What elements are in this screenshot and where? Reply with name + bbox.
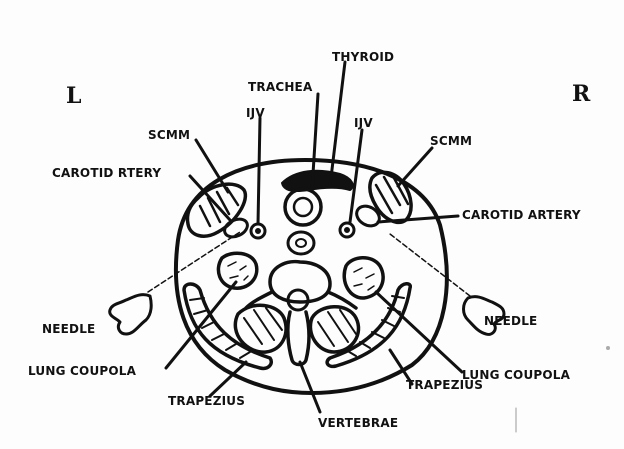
carotid-artery-right: [353, 202, 383, 230]
trachea-lumen: [294, 198, 312, 216]
leader-ijv-left: [258, 118, 260, 224]
label-trachea: TRACHEA: [248, 80, 312, 94]
neck-outline: [176, 160, 447, 393]
label-trapezius-right: TRAPEZIUS: [406, 378, 483, 392]
hand-left-icon: [110, 295, 152, 334]
ijv-right-dot: [345, 228, 350, 233]
lung-cupola-left: [218, 253, 256, 288]
label-vertebrae: VERTEBRAE: [318, 416, 398, 430]
thyroid-gland: [282, 171, 353, 191]
right-side-marker: R: [572, 82, 590, 106]
trachea: [285, 189, 321, 225]
label-scmm-right: SCMM: [430, 134, 472, 148]
trapezius-left-muscle: [184, 284, 271, 368]
label-carotid-left: CAROTID RTERY: [52, 166, 161, 180]
scan-speck: [606, 346, 610, 350]
carotid-artery-left: [222, 216, 251, 241]
ijv-left-dot: [256, 229, 261, 234]
leader-vertebrae: [300, 362, 320, 412]
label-ijv-left: IJV: [246, 106, 265, 120]
scmm-left-muscle: [187, 184, 245, 236]
label-ijv-right: IJV: [354, 116, 373, 130]
label-scmm-left: SCMM: [148, 128, 190, 142]
left-side-marker: L: [66, 84, 81, 108]
oesophagus: [288, 232, 314, 254]
label-trapezius-left: TRAPEZIUS: [168, 394, 245, 408]
posterior-muscle-right: [310, 307, 358, 352]
label-carotid-right: CAROTID ARTERY: [462, 208, 581, 222]
leader-thyroid: [330, 62, 345, 186]
label-needle-right: NEEDLE: [484, 314, 537, 328]
label-thyroid: THYROID: [332, 50, 394, 64]
label-lung-cupola-left: LUNG COUPOLA: [28, 364, 136, 378]
vertebra: [246, 262, 356, 365]
oesophagus-lumen: [296, 239, 306, 247]
leader-scmm-right: [398, 148, 432, 186]
label-needle-left: NEEDLE: [42, 322, 95, 336]
